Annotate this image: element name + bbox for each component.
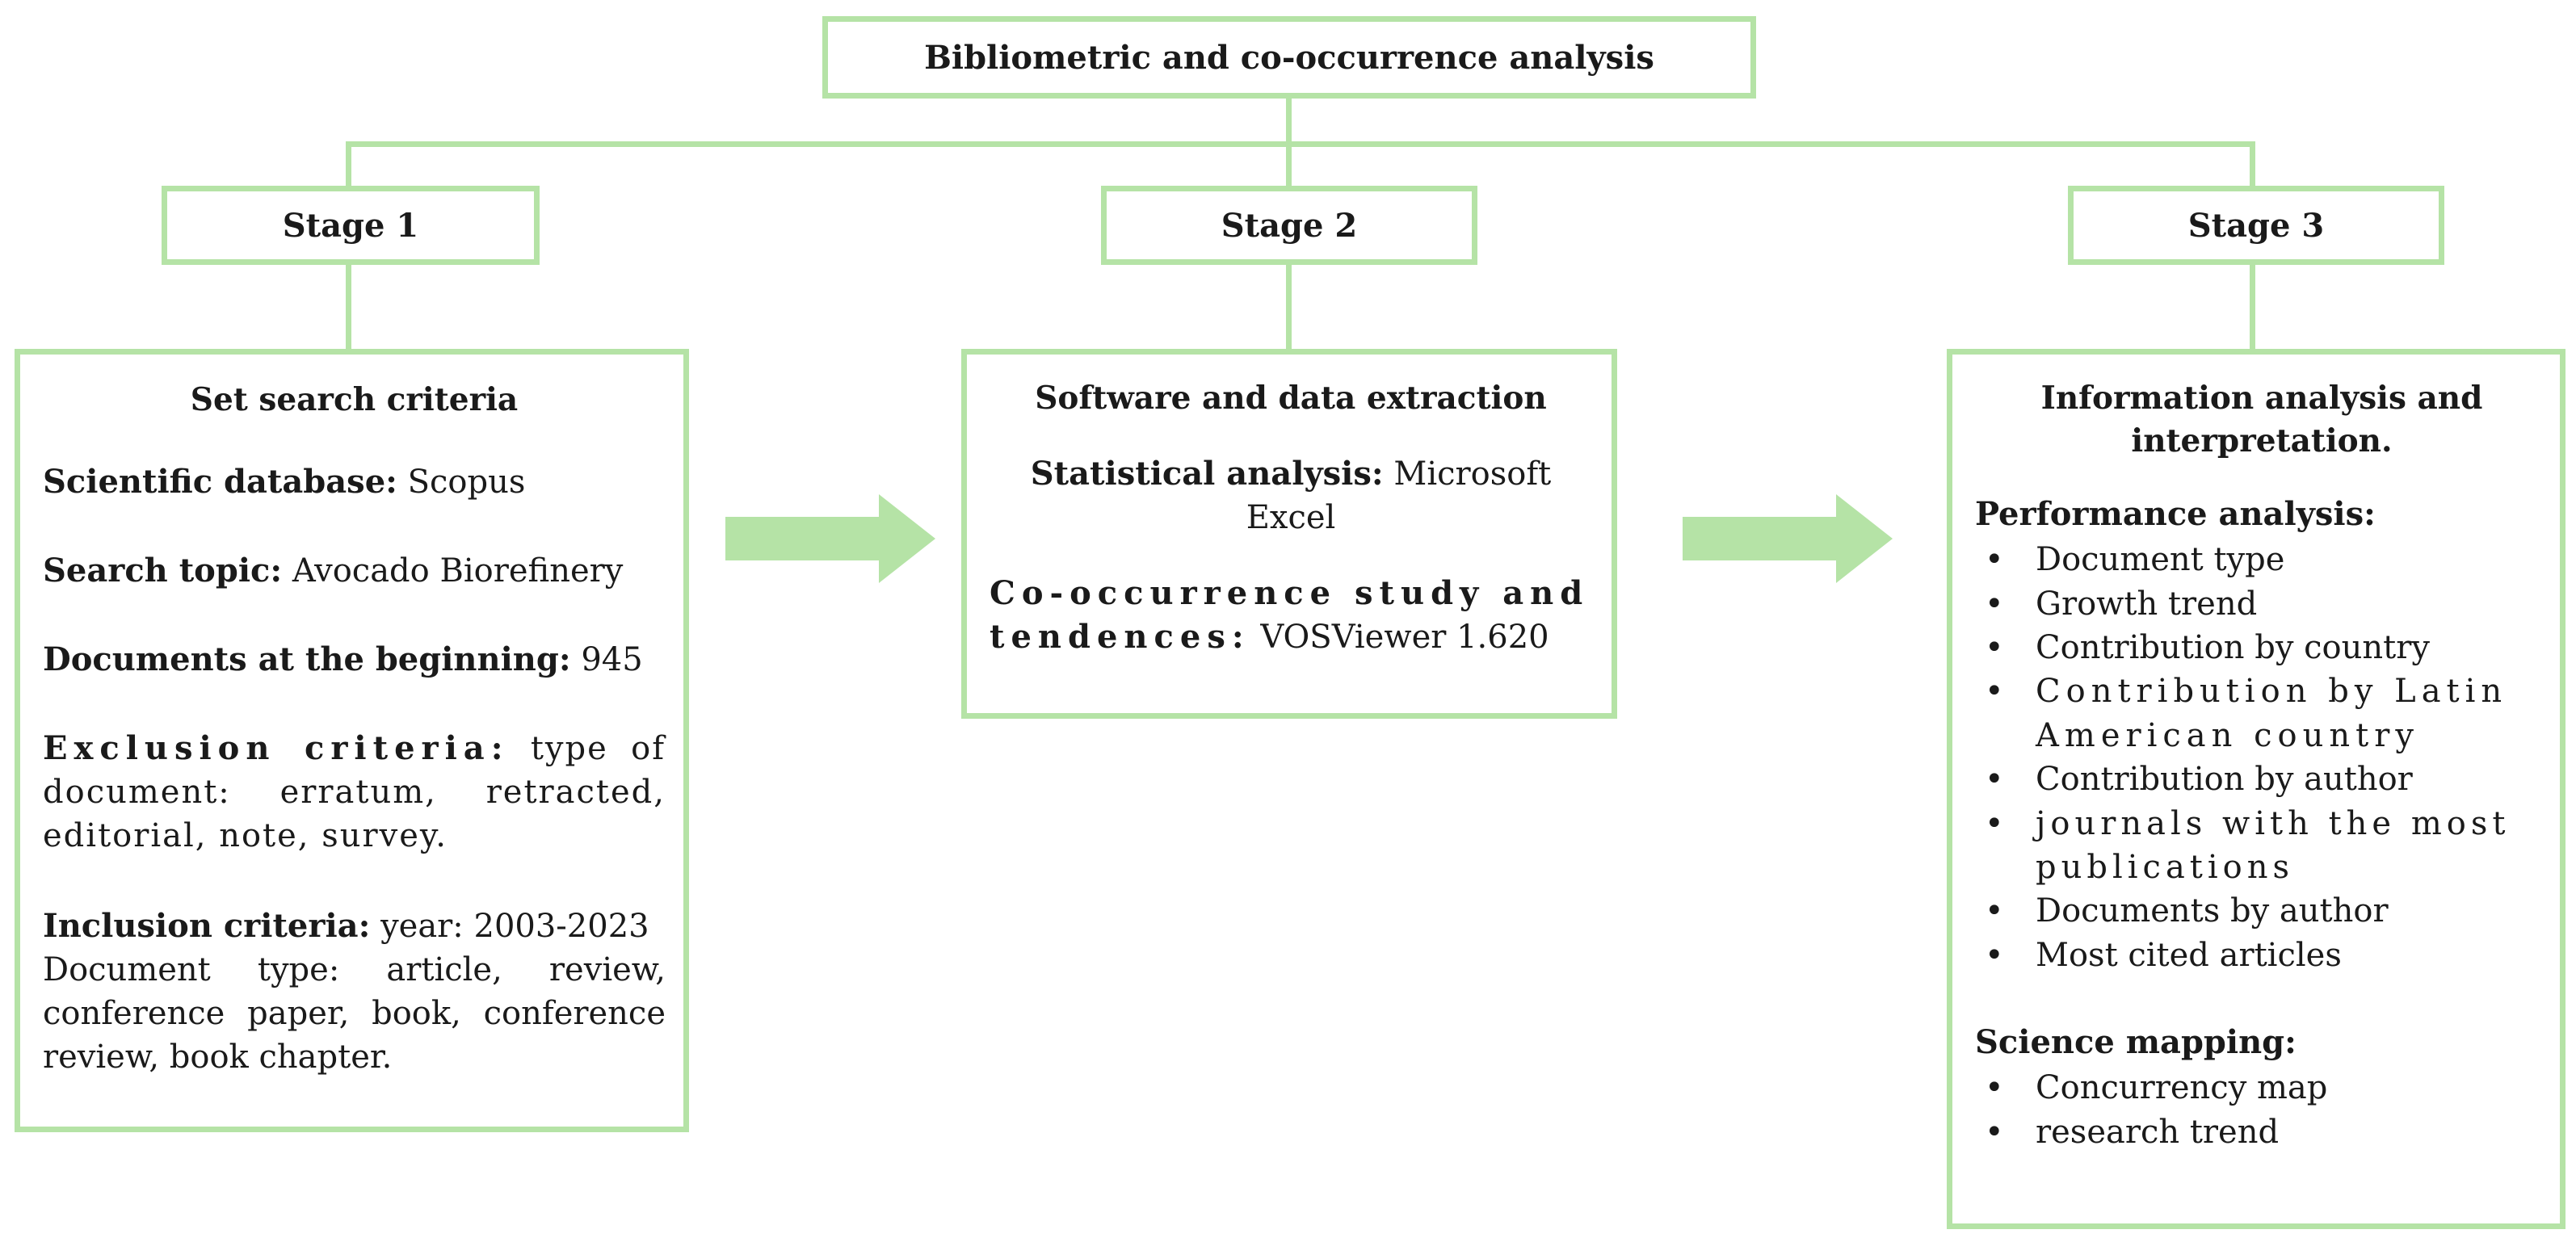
list-item: Document type [1975, 538, 2549, 582]
document-type-line: Document type: article, review, conferen… [43, 951, 666, 1076]
stage-1-label: Stage 1 [282, 206, 419, 245]
database-line: Scientific database: Scopus [43, 460, 666, 504]
statistical-label: Statistical analysis: [1030, 454, 1384, 493]
top-title-box: Bibliometric and co-occurrence analysis [822, 16, 1756, 99]
documents-value: 945 [581, 640, 643, 678]
stage-2-label: Stage 2 [1221, 206, 1358, 245]
cooccurrence-line: Co-occurrence study and tendences: VOSVi… [990, 572, 1592, 659]
performance-analysis-list: Document type Growth trend Contribution … [1975, 538, 2549, 977]
topic-line: Search topic: Avocado Biorefinery [43, 549, 666, 593]
list-item: Concurrency map [1975, 1066, 2549, 1110]
inclusion-value: year: 2003-2023 [380, 907, 649, 945]
topic-label: Search topic: [43, 551, 283, 590]
documents-line: Documents at the beginning: 945 [43, 638, 666, 682]
documents-label: Documents at the beginning: [43, 640, 571, 678]
list-item: Contribution by author [1975, 757, 2549, 802]
list-item: Most cited articles [1975, 934, 2549, 978]
inclusion-label: Inclusion criteria: [43, 906, 371, 945]
exclusion-label: Exclusion criteria: [43, 728, 510, 767]
stage-2-title: Software and data extraction [1035, 380, 1547, 417]
statistical-line: Statistical analysis: Microsoft Excel [990, 452, 1592, 539]
connector-stage3-drop [2250, 141, 2255, 190]
connector-stage1-drop [346, 141, 351, 190]
connector-horizontal [346, 141, 2255, 147]
right-arrow-2 [1683, 494, 1893, 583]
exclusion-line: Exclusion criteria: type of document: er… [43, 727, 666, 858]
stage-3-content-box: Information analysis and interpretation.… [1947, 349, 2565, 1229]
stage-2-content-box: Software and data extraction Statistical… [961, 349, 1617, 719]
performance-analysis-label: Performance analysis: [1975, 495, 2376, 534]
statistical-value: Microsoft Excel [1246, 455, 1552, 536]
stage-3-label: Stage 3 [2187, 206, 2325, 245]
cooccurrence-value: VOSViewer 1.620 [1260, 618, 1549, 656]
list-item: research trend [1975, 1110, 2549, 1155]
exclusion-value: type of document: erratum, retracted, ed… [43, 729, 666, 854]
list-item: journals with the most publications [1975, 802, 2549, 890]
stage-2-label-box: Stage 2 [1101, 186, 1477, 265]
connector-stage2-to-box [1286, 262, 1292, 351]
right-arrow-1 [725, 494, 935, 583]
stage-1-label-box: Stage 1 [162, 186, 540, 265]
database-label: Scientific database: [43, 462, 397, 501]
cooccurrence-label: Co-occurrence study and tendences: [990, 573, 1590, 656]
science-mapping-list: Concurrency map research trend [1975, 1066, 2549, 1154]
list-item: Contribution by Latin American country [1975, 669, 2549, 757]
stage-1-content-box: Set search criteria Scientific database:… [15, 349, 689, 1132]
inclusion-line: Inclusion criteria: year: 2003-2023 [43, 904, 666, 948]
science-mapping-label: Science mapping: [1975, 1023, 2297, 1062]
connector-stage3-to-box [2250, 262, 2255, 351]
database-value: Scopus [407, 463, 526, 501]
top-title: Bibliometric and co-occurrence analysis [924, 38, 1654, 77]
list-item: Growth trend [1975, 582, 2549, 627]
list-item: Documents by author [1975, 889, 2549, 934]
topic-value: Avocado Biorefinery [292, 552, 624, 590]
stage-3-title: Information analysis and interpretation. [2040, 380, 2483, 460]
stage-1-title: Set search criteria [190, 381, 519, 418]
connector-stage1-to-box [346, 262, 351, 351]
list-item: Contribution by country [1975, 626, 2549, 670]
stage-3-label-box: Stage 3 [2068, 186, 2444, 265]
connector-stage2-drop [1286, 141, 1292, 190]
connector-top-vertical [1286, 97, 1292, 145]
